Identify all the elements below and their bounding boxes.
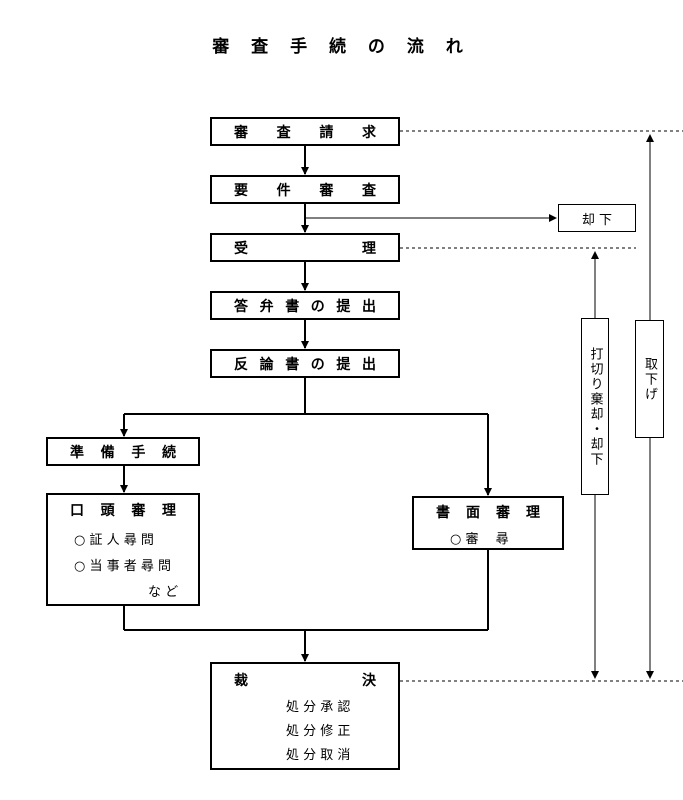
step-request: 審査請求 [210,117,400,146]
step-requirement-review: 要件審査 [210,175,400,204]
step-preparation: 準備手続 [46,437,200,466]
withdrawal-box: 取下げ [635,320,664,438]
step-rebuttal-submission: 反論書の提出 [210,349,400,378]
rejection-box: 却 下 [558,204,636,232]
oral-item-etc: な ど [148,585,179,600]
step-acceptance: 受理 [210,233,400,262]
step-answer-submission: 答弁書の提出 [210,291,400,320]
written-item-inquiry: ○ 審 尋 [450,532,509,547]
oral-item-witness: ○ 証 人 尋 問 [74,533,154,548]
diagram-title: 審 査 手 続 の 流 れ [212,37,471,57]
step-written-hearing: 書面審理 ○ 審 尋 [412,496,564,550]
step-oral-hearing: 口頭審理 ○ 証 人 尋 問 ○ 当 事 者 尋 問 な ど [46,493,200,606]
oral-item-party: ○ 当 事 者 尋 問 [74,559,172,574]
step-decision: 裁決 処 分 承 認 処 分 修 正 処 分 取 消 [210,662,400,770]
decision-item-approve: 処 分 承 認 [286,700,351,715]
decision-item-modify: 処 分 修 正 [286,724,351,739]
decision-item-cancel: 処 分 取 消 [286,748,351,763]
termination-box: 打切り棄却・却下 [581,318,609,495]
